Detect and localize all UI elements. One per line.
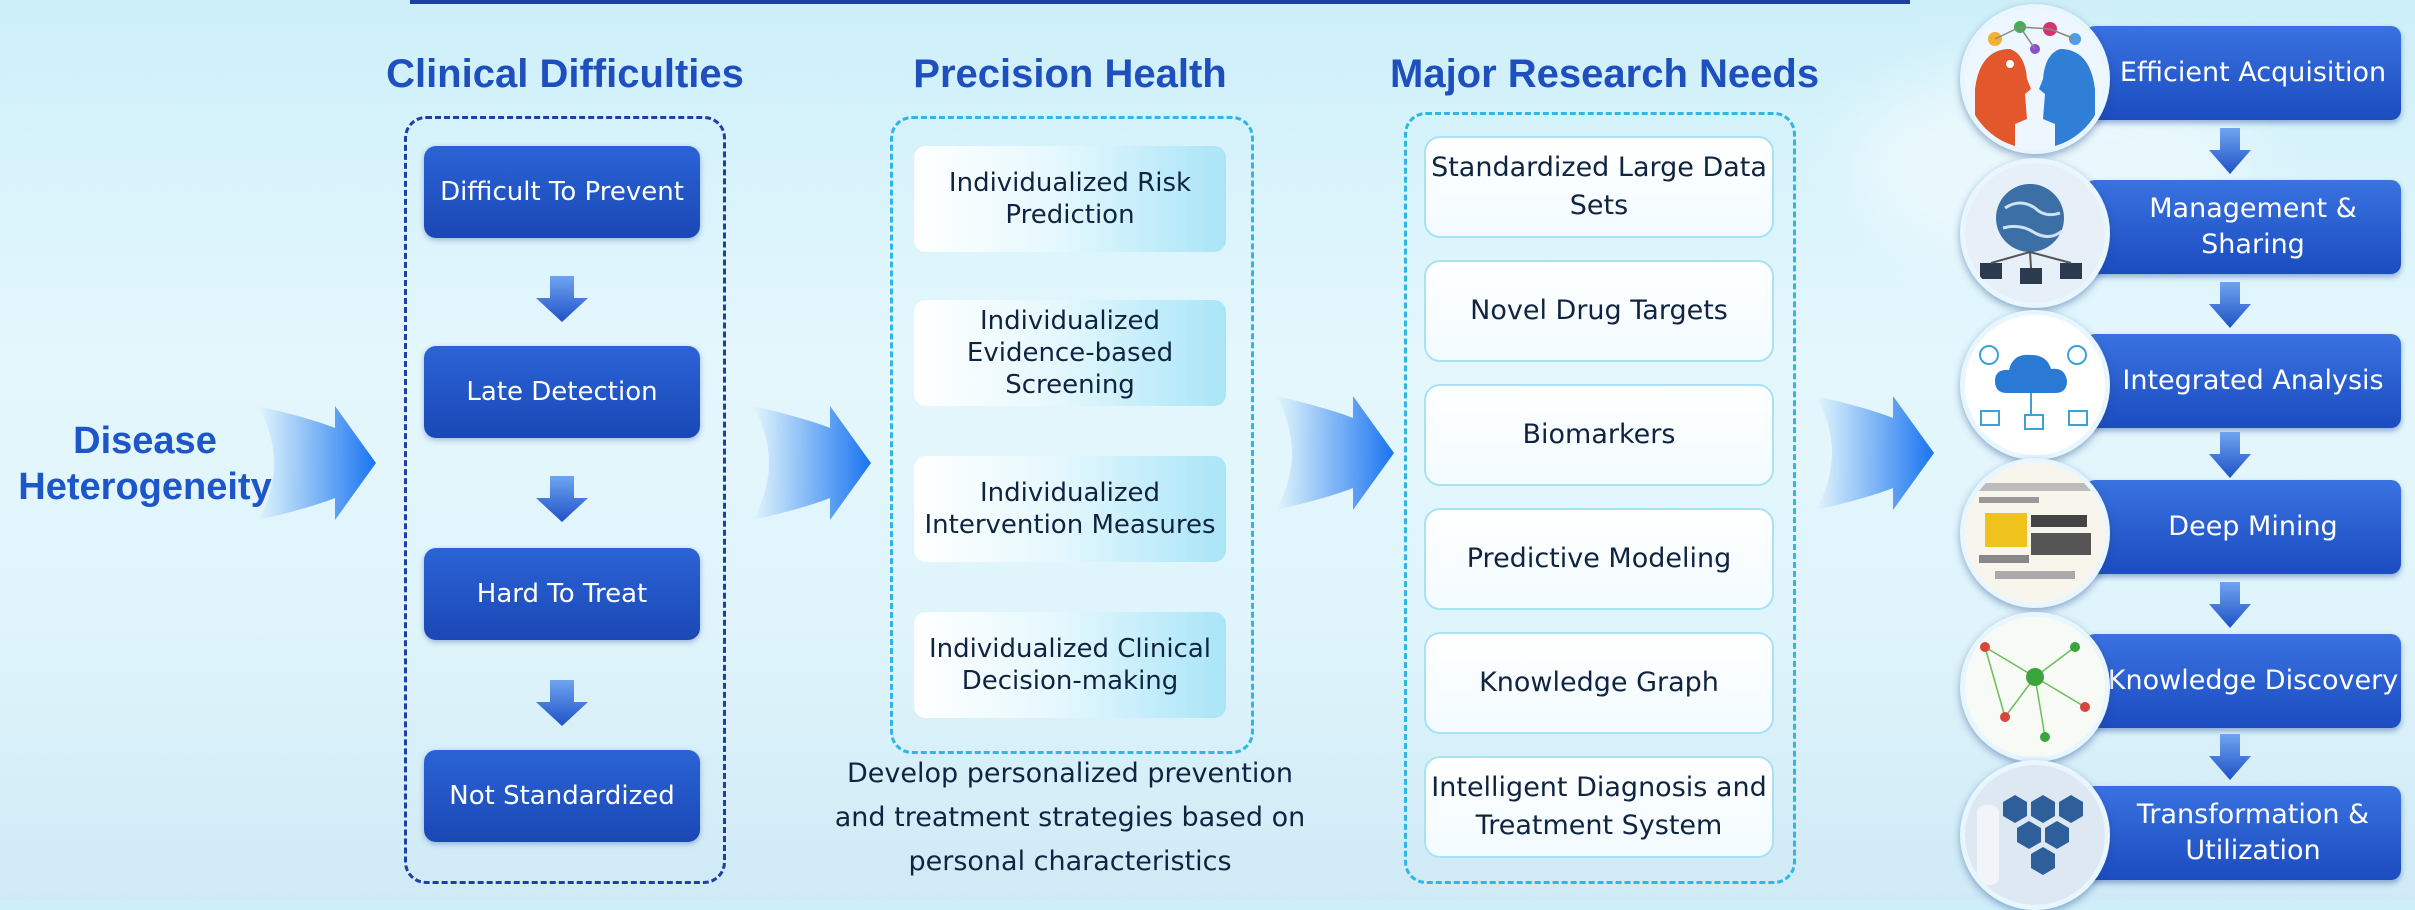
- precision-item-intervention: Individualized Intervention Measures: [914, 456, 1226, 562]
- heads-network-icon: [1960, 4, 2110, 154]
- heading-precision-health: Precision Health: [913, 52, 1227, 96]
- down-arrow-icon: [536, 680, 588, 726]
- down-arrow-icon: [536, 276, 588, 322]
- clinical-item-prevent: Difficult To Prevent: [424, 146, 700, 238]
- cloud-icon: [1960, 310, 2110, 460]
- clinical-item-standardized: Not Standardized: [424, 750, 700, 842]
- research-item-biomarkers: Biomarkers: [1424, 384, 1774, 486]
- research-dashed-frame: [1404, 112, 1796, 884]
- heading-clinical-difficulties: Clinical Difficulties: [386, 52, 744, 96]
- precision-item-risk: Individualized Risk Prediction: [914, 146, 1226, 252]
- data-mining-wordcloud-icon: [1960, 458, 2110, 608]
- down-arrow-icon: [2209, 734, 2251, 780]
- research-item-datasets: Standardized Large Data Sets: [1424, 136, 1774, 238]
- start-label-line-1: Disease: [73, 420, 217, 462]
- clinical-dashed-frame: [404, 116, 726, 884]
- top-bar: [410, 0, 1910, 4]
- research-item-knowledge-graph: Knowledge Graph: [1424, 632, 1774, 734]
- down-arrow-icon: [2209, 432, 2251, 478]
- precision-footnote: Develop personalized prevention and trea…: [834, 758, 1306, 877]
- start-label: Disease Heterogeneity: [0, 418, 290, 510]
- flow-step-management: Management & Sharing: [2085, 180, 2401, 274]
- research-item-diagnosis-system: Intelligent Diagnosis and Treatment Syst…: [1424, 756, 1774, 858]
- flow-arrow-3: [1276, 396, 1394, 510]
- precision-item-screening: Individualized Evidence-based Screening: [914, 300, 1226, 406]
- flow-step-transformation: Transformation & Utilization: [2085, 786, 2401, 880]
- medical-hexagon-icon: [1960, 760, 2110, 910]
- globe-network-icon: [1960, 158, 2110, 308]
- research-item-drug-targets: Novel Drug Targets: [1424, 260, 1774, 362]
- clinical-item-treat: Hard To Treat: [424, 548, 700, 640]
- network-graph-icon: [1960, 612, 2110, 762]
- precision-dashed-frame: [890, 116, 1254, 754]
- heading-major-research-needs: Major Research Needs: [1390, 52, 1820, 96]
- precision-item-decision: Individualized Clinical Decision-making: [914, 612, 1226, 718]
- flow-arrow-4: [1816, 396, 1934, 510]
- flow-step-mining: Deep Mining: [2085, 480, 2401, 574]
- clinical-item-detection: Late Detection: [424, 346, 700, 438]
- flow-arrow-1: [258, 406, 376, 520]
- flow-step-discovery: Knowledge Discovery: [2085, 634, 2401, 728]
- down-arrow-icon: [2209, 582, 2251, 628]
- start-label-line-2: Heterogeneity: [18, 466, 272, 508]
- down-arrow-icon: [2209, 282, 2251, 328]
- flow-arrow-2: [753, 406, 871, 520]
- flow-step-analysis: Integrated Analysis: [2085, 334, 2401, 428]
- research-item-predictive-modeling: Predictive Modeling: [1424, 508, 1774, 610]
- down-arrow-icon: [2209, 128, 2251, 174]
- flow-step-acquisition: Efficient Acquisition: [2085, 26, 2401, 120]
- down-arrow-icon: [536, 476, 588, 522]
